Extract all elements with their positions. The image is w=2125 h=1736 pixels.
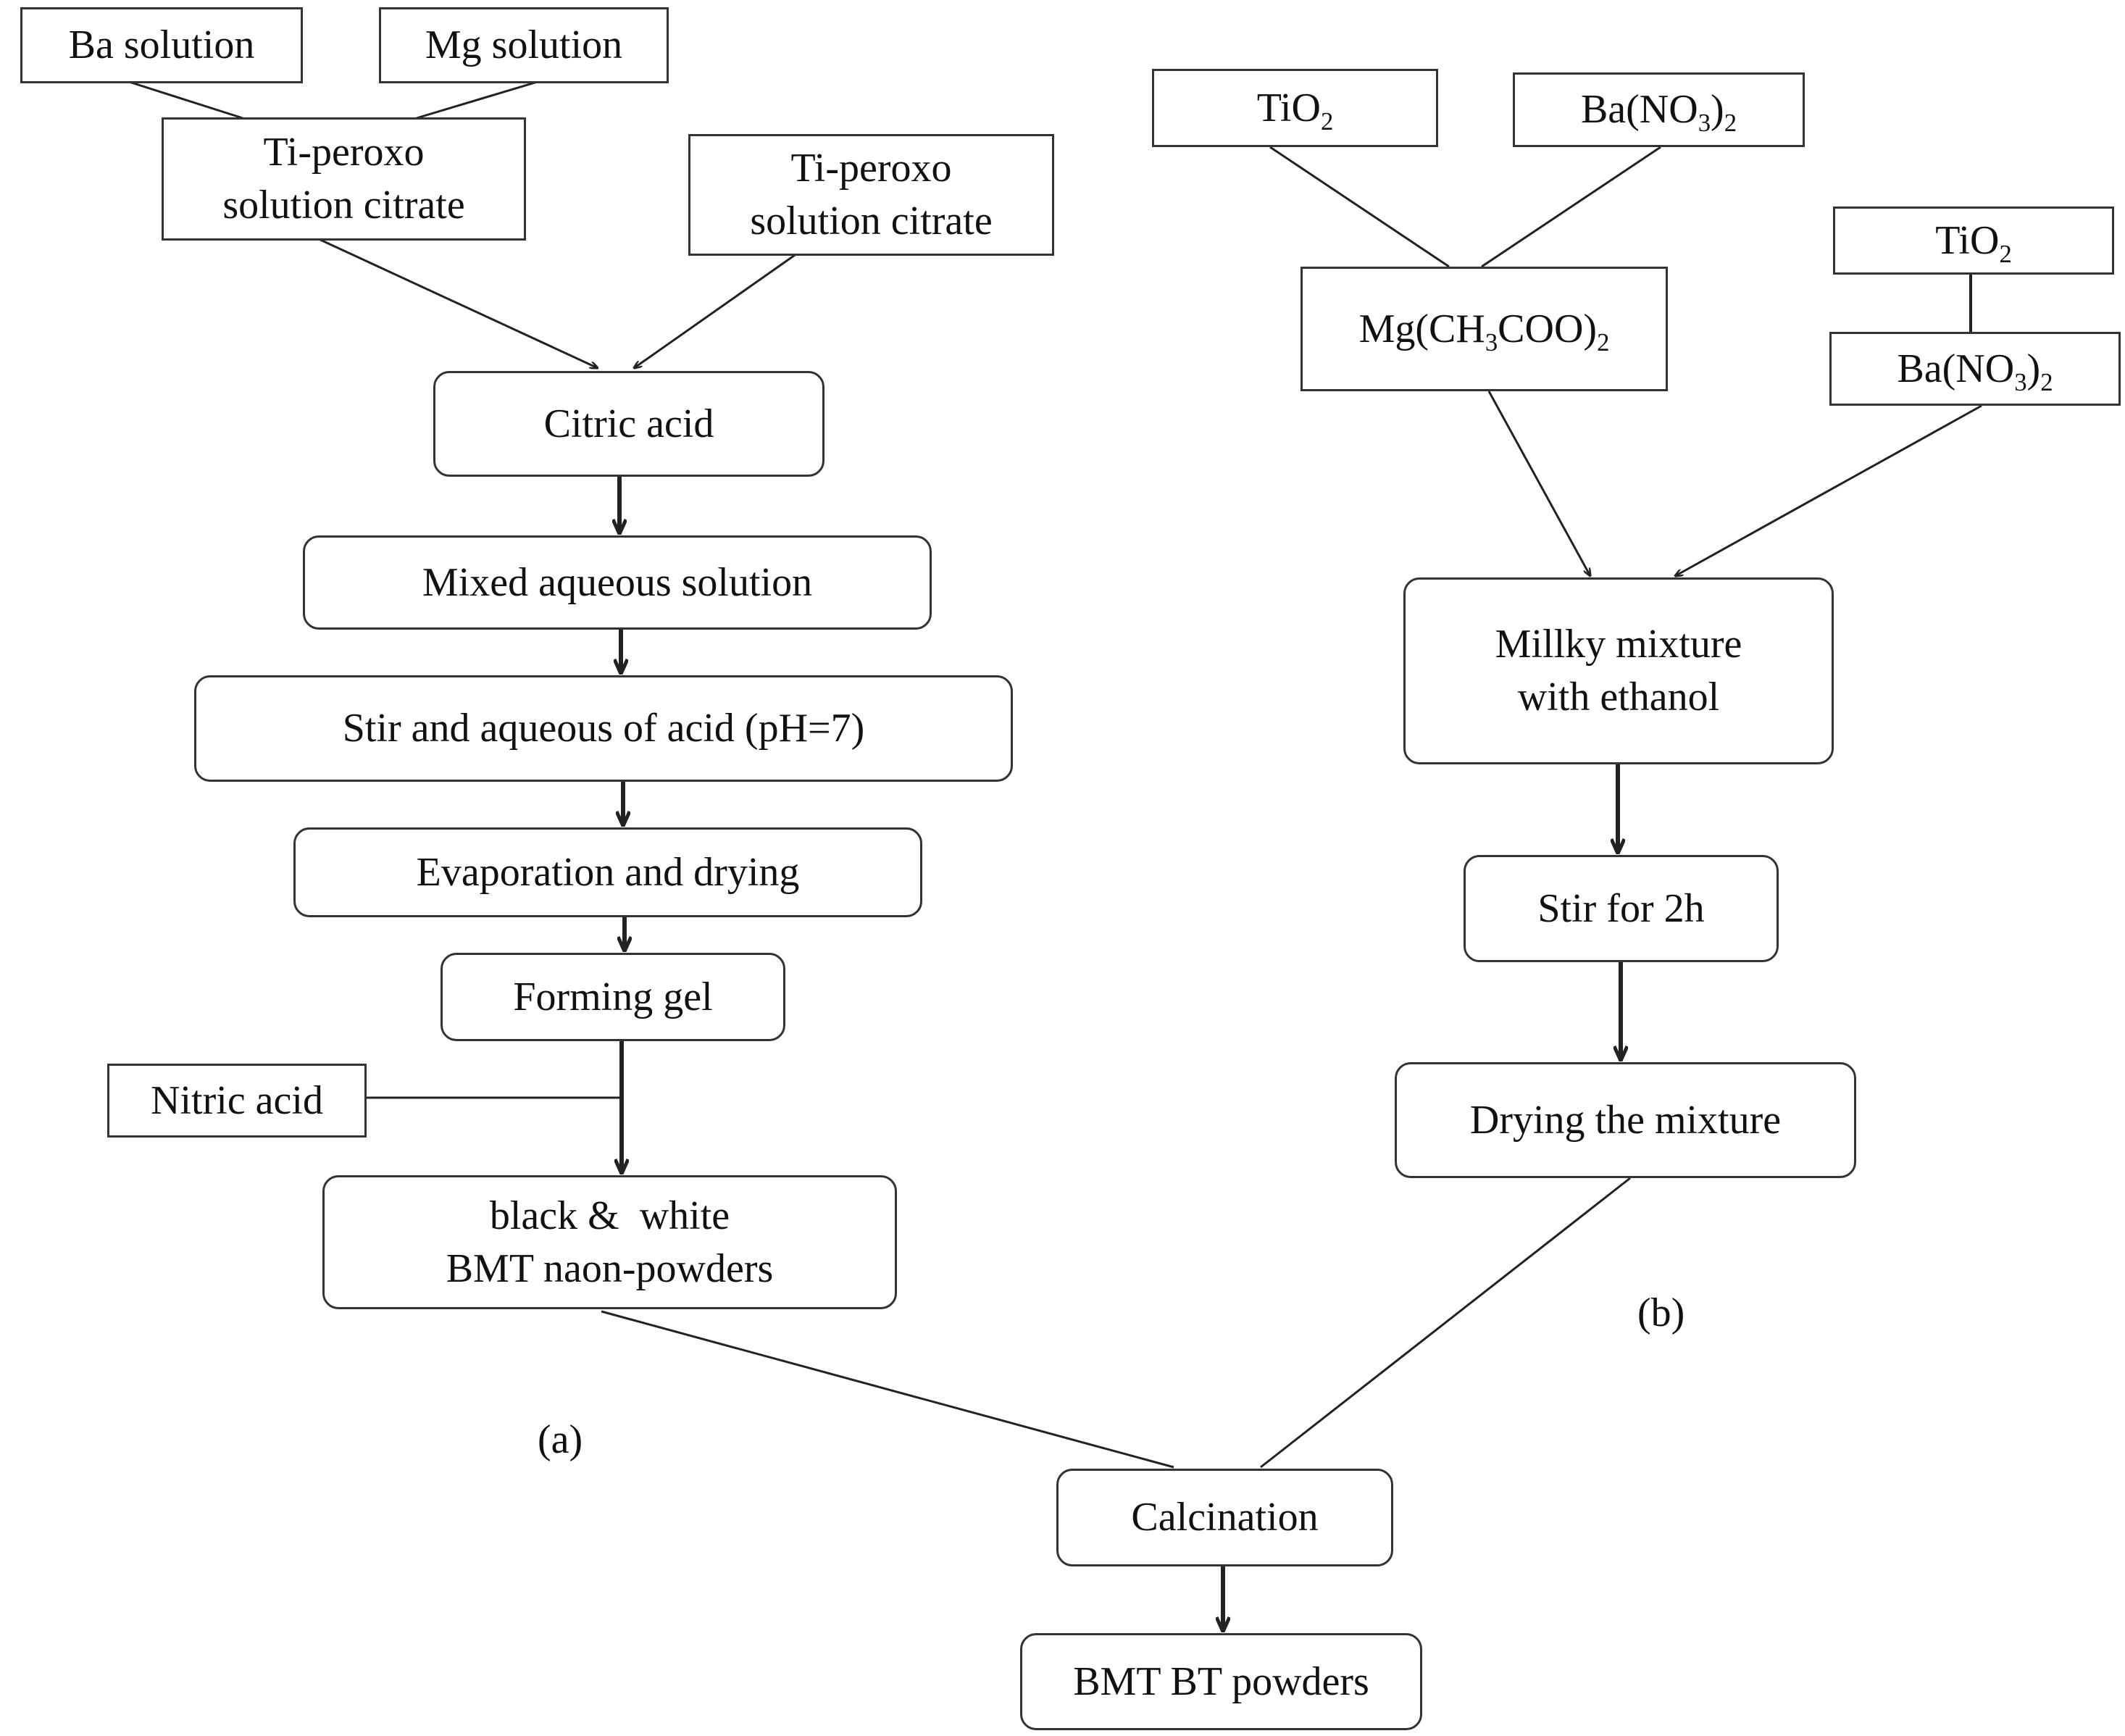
mg-solution-box: Mg solution [379,7,669,83]
ti-peroxo-box-2: Ti-peroxo solution citrate [688,134,1054,256]
drying-mixture-text: Drying the mixture [1469,1097,1782,1143]
arrow-mgacetate-to-milky [1487,391,1590,576]
line-bmt-to-calcination [601,1310,1174,1469]
line-drying-to-calcination [1260,1177,1631,1469]
ti-peroxo-1-line2: solution citrate [222,183,465,228]
ti-peroxo-2-line2: solution citrate [750,199,993,243]
evaporation-text: Evaporation and drying [416,849,800,895]
nitric-acid-text: Nitric acid [151,1077,323,1123]
citric-acid-text: Citric acid [543,401,714,446]
arrow-tiperoxo2-to-citric [634,252,798,368]
bano3-box-right: Ba(NO3)2 [1829,332,2121,406]
tio2-box-top: TiO2 [1152,69,1438,147]
nitric-acid-box: Nitric acid [107,1064,367,1138]
line-bano3-to-mgacetate [1481,146,1661,268]
tio2-top-text: TiO2 [1256,85,1334,135]
mg-acetate-box: Mg(CH3COO)2 [1301,267,1668,391]
bmt-bt-powders-text: BMT BT powders [1073,1658,1369,1704]
citric-acid-box: Citric acid [433,371,824,477]
forming-gel-box: Forming gel [441,953,785,1041]
arrow-tiperoxo1-to-citric [318,238,598,368]
bano3-right-text: Ba(NO3)2 [1897,346,2053,396]
milky-mixture-line2: with ethanol [1517,675,1720,719]
ba-solution-text: Ba solution [68,22,255,68]
label-b: (b) [1637,1290,1685,1335]
bano3-top-text: Ba(NO3)2 [1580,87,1737,138]
mg-acetate-text: Mg(CH3COO)2 [1358,306,1610,356]
stir-acid-text: Stir and aqueous of acid (pH=7) [342,706,865,751]
stir-2h-box: Stir for 2h [1464,855,1779,962]
mixed-aqueous-text: Mixed aqueous solution [422,559,813,605]
tio2-right-text: TiO2 [1935,217,2012,268]
forming-gel-text: Forming gel [513,974,713,1019]
arrow-bano3b-to-milky [1675,404,1982,576]
line-mg-to-tiperoxo [416,80,540,120]
bmt-nanopowders-box: black & white BMT naon-powders [322,1175,897,1309]
label-a: (a) [538,1417,583,1462]
milky-mixture-line1: Millky mixture [1495,622,1742,667]
ba-solution-box: Ba solution [20,7,303,83]
bano3-box-top: Ba(NO3)2 [1513,72,1805,147]
evaporation-box: Evaporation and drying [293,827,922,917]
mixed-aqueous-box: Mixed aqueous solution [303,535,932,630]
ti-peroxo-1-line1: Ti-peroxo [263,130,425,175]
bmt-nanopowders-line1: black & white [489,1193,730,1238]
milky-mixture-box: Millky mixture with ethanol [1403,577,1834,764]
line-tio2-to-mgacetate [1269,146,1450,268]
mg-solution-text: Mg solution [425,22,623,68]
bmt-bt-powders-box: BMT BT powders [1020,1633,1422,1730]
drying-mixture-box: Drying the mixture [1395,1062,1856,1178]
calcination-text: Calcination [1131,1495,1319,1540]
line-ba-to-tiperoxo [126,80,243,120]
stir-2h-text: Stir for 2h [1537,885,1705,931]
calcination-box: Calcination [1056,1469,1393,1566]
ti-peroxo-2-line1: Ti-peroxo [790,146,952,191]
tio2-box-right: TiO2 [1833,206,2114,275]
bmt-nanopowders-line2: BMT naon-powders [446,1245,774,1291]
stir-acid-box: Stir and aqueous of acid (pH=7) [194,675,1013,782]
ti-peroxo-box-1: Ti-peroxo solution citrate [162,117,526,241]
